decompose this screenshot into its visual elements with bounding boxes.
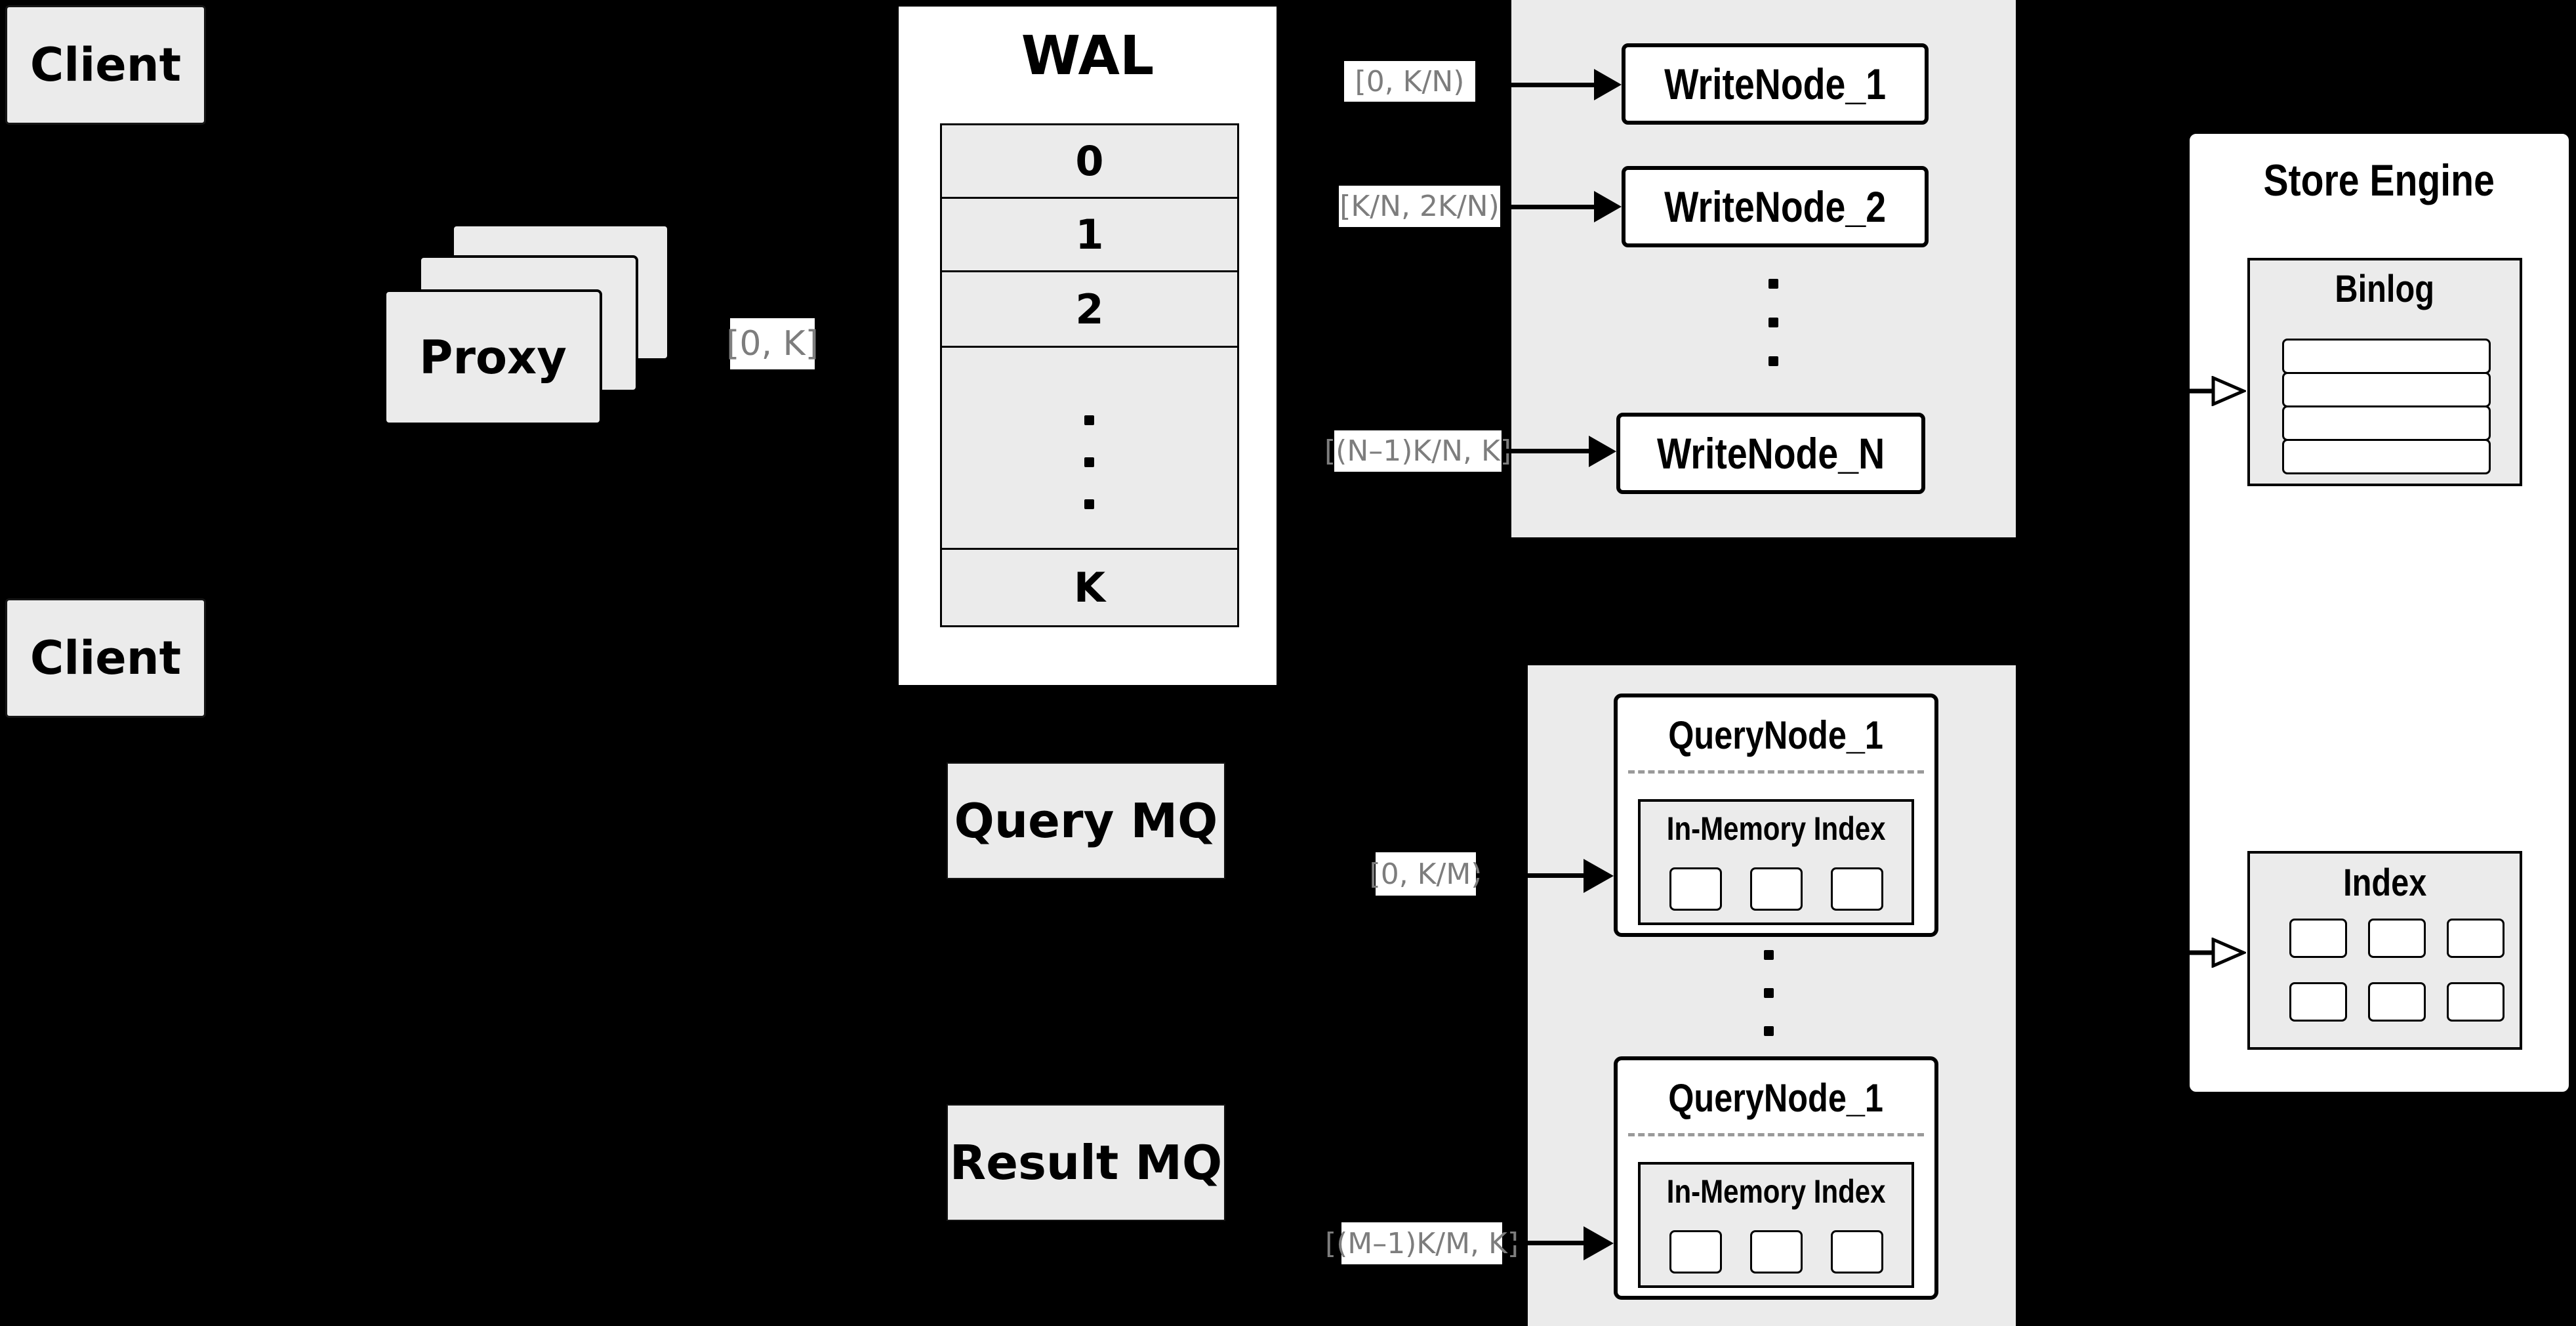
wal-row-0: 0: [940, 123, 1239, 199]
write-range-3-text: [(N–1)K/N, K]: [1324, 434, 1511, 468]
client-bottom-label: Client: [30, 631, 182, 685]
binlog-row: [2282, 405, 2491, 441]
arrowhead-writenode-2-icon: [1594, 191, 1622, 222]
write-range-label-2: [K/N, 2K/N): [1339, 186, 1500, 227]
result-mq-label: Result MQ: [949, 1135, 1223, 1190]
wal-title: WAL: [895, 23, 1280, 89]
open-arrow-index-icon: [2187, 938, 2246, 968]
index-cell: [2289, 919, 2347, 958]
query-node-1-memory-index-text: In-Memory Index: [1666, 810, 1886, 847]
query-node-ellipsis-dot: [1764, 1026, 1774, 1036]
binlog-row: [2282, 339, 2491, 374]
write-node-2: WriteNode_2: [1622, 166, 1929, 247]
write-range-2-text: [K/N, 2K/N): [1339, 190, 1500, 223]
write-node-2-label: WriteNode_2: [1664, 182, 1886, 231]
client-top-label: Client: [30, 38, 182, 92]
index-cell: [2289, 982, 2347, 1022]
index-title-text: Index: [2342, 861, 2427, 904]
query-range-label-2: [(M–1)K/M, K]: [1325, 1222, 1519, 1264]
wal-title-text: WAL: [1021, 24, 1155, 87]
index-cell: [2447, 919, 2504, 958]
memory-segment-cell: [1831, 867, 1883, 911]
write-node-n-label: WriteNode_N: [1656, 429, 1885, 478]
memory-segment-cell: [1669, 867, 1722, 911]
wal-ellipsis-dot: [1084, 415, 1094, 425]
arrow-to-writenode-1: [1475, 83, 1594, 87]
binlog-row: [2282, 439, 2491, 474]
proxy-range-label: [0, K]: [726, 318, 819, 369]
query-node-1-title: QueryNode_1: [1614, 709, 1938, 761]
proxy-label: Proxy: [419, 330, 567, 384]
query-node-ellipsis-dot: [1764, 950, 1774, 960]
wal-row-2: 2: [940, 270, 1239, 348]
query-node-1-title-text: QueryNode_1: [1668, 713, 1884, 757]
write-node-ellipsis-dot: [1768, 356, 1778, 366]
wal-ellipsis-dot: [1084, 499, 1094, 509]
client-box-bottom: Client: [5, 598, 206, 718]
query-node-2-memory-index-title: In-Memory Index: [1638, 1169, 1914, 1214]
query-range-label-1: [0, K/M): [1370, 852, 1482, 896]
wal-row-ellipsis: [940, 346, 1239, 550]
wal-row-1-text: 1: [1075, 211, 1104, 259]
index-cell: [2368, 982, 2426, 1022]
write-node-n: WriteNode_N: [1616, 413, 1925, 494]
memory-segment-cell: [1750, 867, 1803, 911]
memory-segment-cell: [1750, 1230, 1803, 1274]
index-title: Index: [2247, 856, 2522, 909]
write-node-ellipsis-dot: [1768, 318, 1778, 327]
arrowhead-writenode-n-icon: [1589, 436, 1616, 467]
query-mq-box: Query MQ: [947, 762, 1225, 879]
index-cell: [2447, 982, 2504, 1022]
index-cell: [2368, 919, 2426, 958]
query-node-2-title: QueryNode_1: [1614, 1071, 1938, 1124]
wal-row-1: 1: [940, 197, 1239, 272]
proxy-range-text: [0, K]: [726, 324, 819, 363]
binlog-title-text: Binlog: [2335, 267, 2435, 310]
wal-row-2-text: 2: [1075, 285, 1104, 333]
write-node-ellipsis-dot: [1768, 279, 1778, 289]
arrow-to-querynode-2: [1502, 1241, 1584, 1245]
binlog-title: Binlog: [2247, 262, 2522, 315]
arrowhead-querynode-1-icon: [1584, 859, 1614, 893]
wal-ellipsis-dot: [1084, 457, 1094, 467]
write-node-1: WriteNode_1: [1622, 43, 1929, 125]
store-engine-title-text: Store Engine: [2263, 155, 2495, 205]
arrow-to-writenode-2: [1500, 205, 1594, 209]
arrow-to-querynode-1: [1476, 873, 1584, 878]
query-mq-label: Query MQ: [954, 793, 1218, 848]
wal-row-k-text: K: [1073, 564, 1106, 611]
query-node-1-divider: [1628, 770, 1924, 774]
query-node-1-memory-index-title: In-Memory Index: [1638, 806, 1914, 852]
write-range-1-text: [0, K/N): [1355, 64, 1465, 98]
arrowhead-writenode-1-icon: [1594, 69, 1622, 100]
query-range-1-text: [0, K/M): [1369, 857, 1482, 891]
open-arrow-binlog-icon: [2187, 376, 2246, 406]
store-engine-title: Store Engine: [2187, 148, 2571, 213]
arrowhead-querynode-2-icon: [1584, 1226, 1614, 1260]
query-range-2-text: [(M–1)K/M, K]: [1324, 1226, 1519, 1260]
binlog-row: [2282, 372, 2491, 407]
memory-segment-cell: [1831, 1230, 1883, 1274]
result-mq-box: Result MQ: [947, 1104, 1225, 1221]
memory-segment-cell: [1669, 1230, 1722, 1274]
wal-row-k: K: [940, 548, 1239, 627]
query-node-2-memory-index-text: In-Memory Index: [1666, 1173, 1886, 1210]
query-node-ellipsis-dot: [1764, 988, 1774, 998]
query-node-2-divider: [1628, 1133, 1924, 1136]
wal-row-0-text: 0: [1075, 137, 1104, 185]
write-node-1-label: WriteNode_1: [1664, 60, 1886, 108]
query-node-2-title-text: QueryNode_1: [1668, 1075, 1884, 1120]
arrow-to-writenode-n: [1502, 449, 1589, 453]
write-range-label-3: [(N–1)K/N, K]: [1324, 430, 1511, 472]
client-box-top: Client: [5, 5, 206, 125]
proxy-box: Proxy: [384, 289, 602, 425]
write-range-label-1: [0, K/N): [1344, 61, 1475, 102]
